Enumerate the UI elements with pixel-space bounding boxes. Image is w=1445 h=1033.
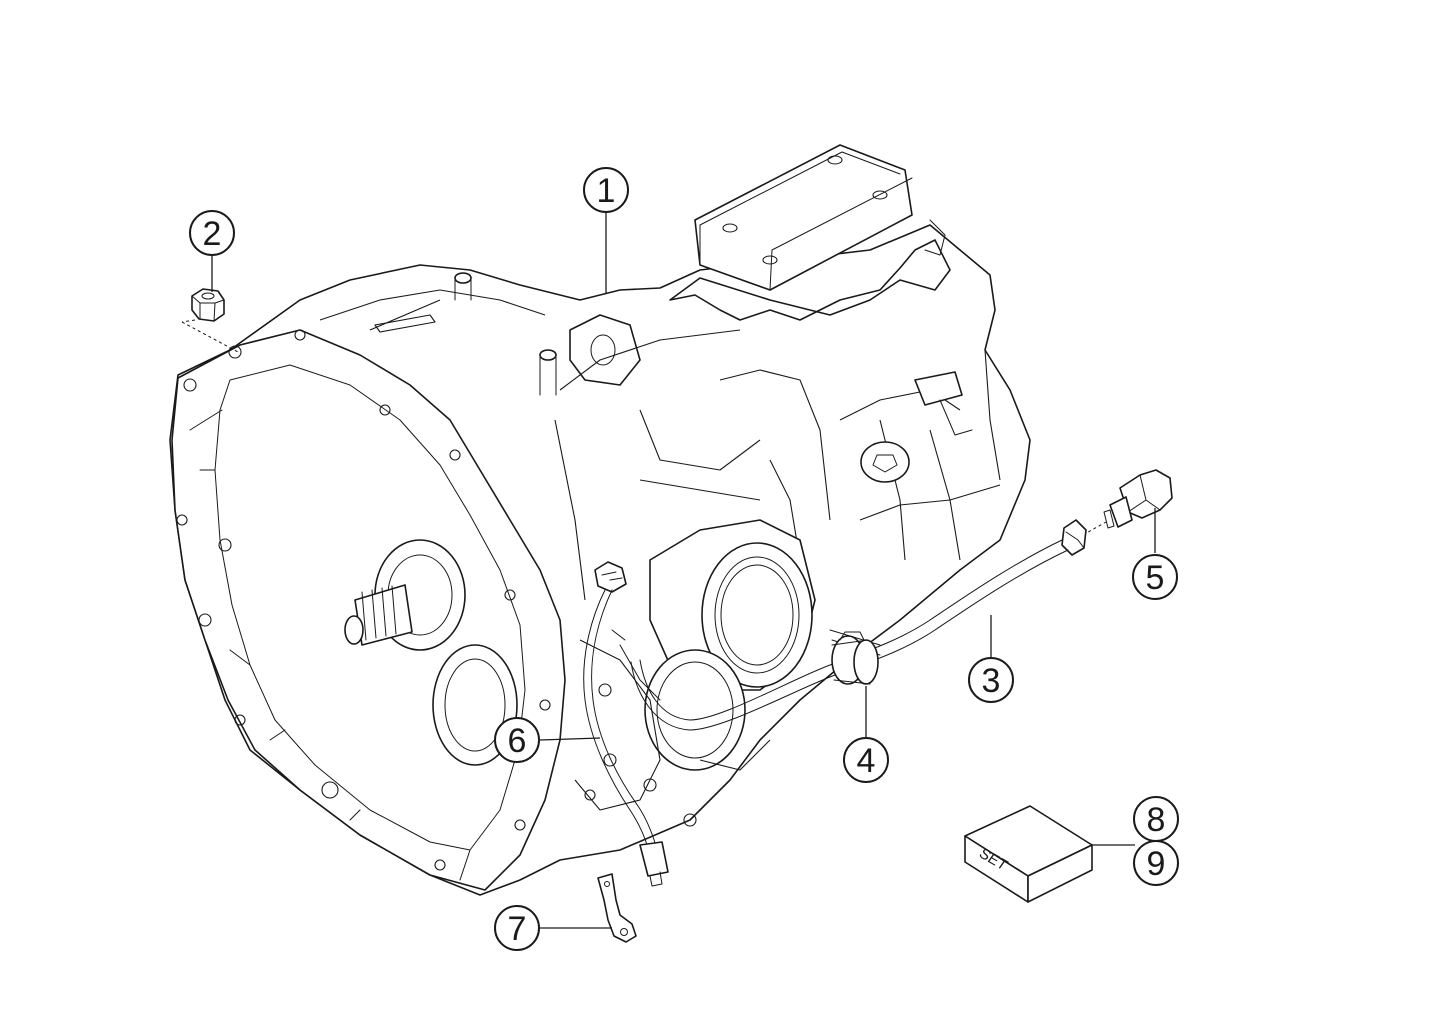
callout-6: 6 xyxy=(494,717,540,763)
sensor-install-line xyxy=(1082,521,1107,536)
callout-2-number: 2 xyxy=(203,215,222,253)
callout-9: 9 xyxy=(1133,840,1179,886)
callout-9-number: 9 xyxy=(1147,845,1166,883)
callout-4: 4 xyxy=(843,737,889,783)
callout-2: 2 xyxy=(189,210,235,256)
callout-5-number: 5 xyxy=(1146,559,1165,597)
callout-1-number: 1 xyxy=(597,172,616,210)
transmission-housing xyxy=(169,224,1031,896)
oil-cooler xyxy=(669,144,951,321)
sensor-part xyxy=(1103,469,1173,529)
leader-lines xyxy=(211,212,1156,929)
callout-3: 3 xyxy=(968,657,1014,703)
callout-7-number: 7 xyxy=(508,910,527,948)
nut-part xyxy=(191,288,225,322)
nut-install-line xyxy=(181,321,239,353)
clip-part xyxy=(831,631,879,685)
set-box: SET xyxy=(964,805,1093,903)
speed-sensor-part xyxy=(583,561,669,887)
callout-7: 7 xyxy=(494,905,540,951)
callout-6-number: 6 xyxy=(508,722,527,760)
callout-4-number: 4 xyxy=(857,742,876,780)
callout-1: 1 xyxy=(583,167,629,213)
callout-8: 8 xyxy=(1133,796,1179,842)
bracket-part xyxy=(597,873,637,943)
callout-8-number: 8 xyxy=(1147,801,1166,839)
callout-5: 5 xyxy=(1132,554,1178,600)
callout-3-number: 3 xyxy=(982,662,1001,700)
